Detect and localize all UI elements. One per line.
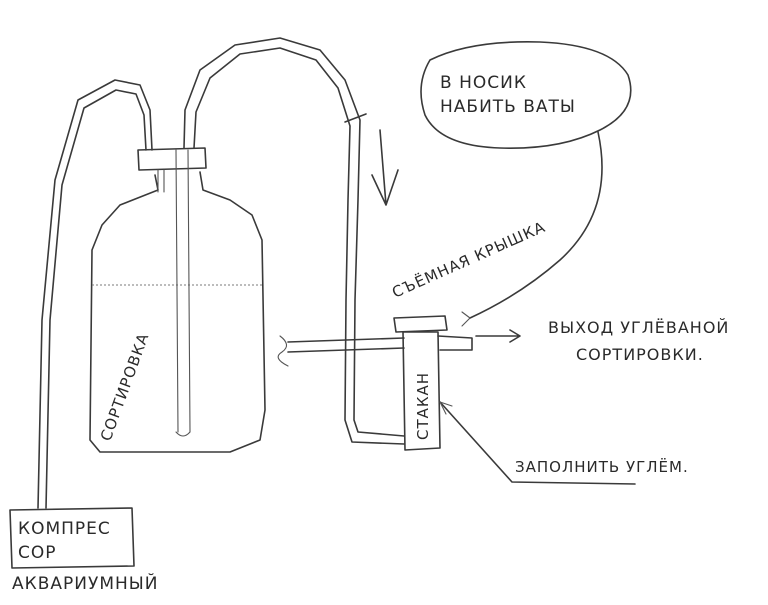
bottle (89, 147, 266, 453)
air-tube (37, 79, 153, 509)
flow-arrow (371, 129, 399, 206)
return-tube (183, 37, 405, 445)
speech-bubble (420, 41, 632, 327)
output-label-line1: ВЫХОД УГЛЁВАНОЙ (548, 318, 729, 337)
compressor-label-line2: СОР (18, 543, 57, 563)
compressor-caption: АКВАРИУМНЫЙ (12, 572, 159, 594)
compressor-label-line1: КОМПРЕС (18, 519, 111, 539)
nose-note-line2: НАБИТЬ ВАТЫ (440, 97, 576, 117)
output-label-line2: СОРТИРОВКИ. (576, 345, 704, 364)
lid-label: СЪЁМНАЯ КРЫШКА (389, 217, 548, 302)
cup-label: СТАКАН (414, 372, 432, 440)
fill-pointer (439, 401, 636, 485)
output-arrow (475, 329, 521, 343)
compressor-box (9, 507, 135, 569)
fill-note: ЗАПОЛНИТЬ УГЛЁМ. (515, 457, 689, 476)
bottle-label: СОРТИРОВКА (97, 330, 153, 443)
nose-note-line1: В НОСИК (440, 73, 527, 93)
cup (277, 315, 473, 451)
